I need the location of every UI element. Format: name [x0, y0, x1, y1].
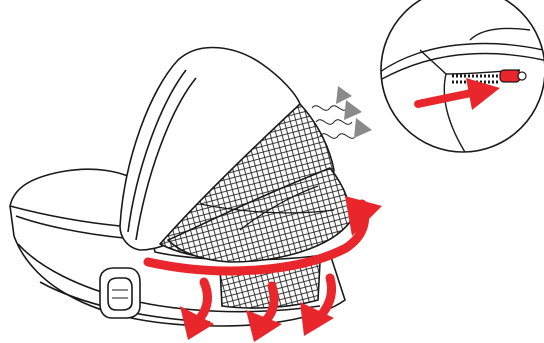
handle-grip — [100, 268, 140, 318]
gray-arrow-2 — [344, 100, 362, 120]
zoom-inset-circle — [380, 0, 544, 160]
canopy-hood — [120, 48, 350, 262]
wavy-air-lines — [312, 86, 372, 138]
gray-arrow-3 — [354, 118, 372, 138]
